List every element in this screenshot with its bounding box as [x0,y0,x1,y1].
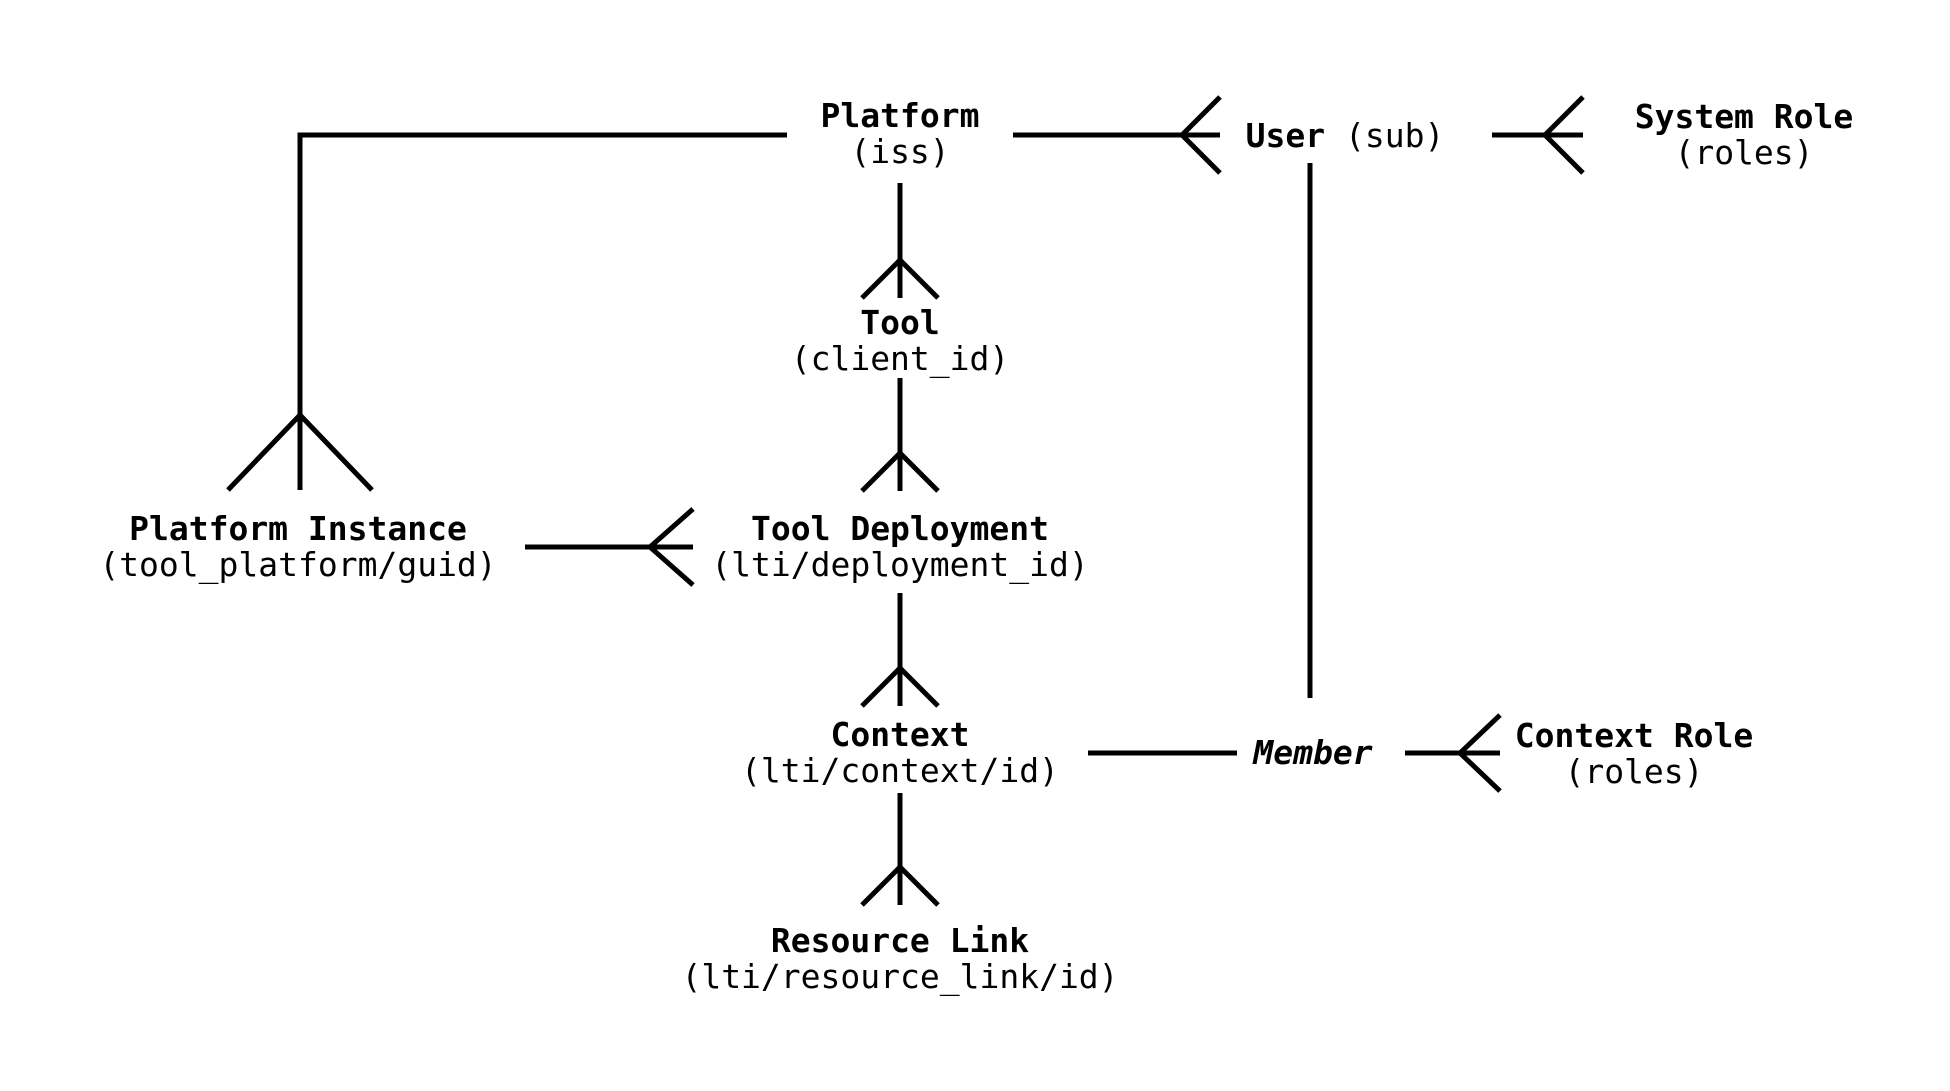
entity-user-label: User (sub) [1246,116,1445,155]
crows-foot-prong [898,451,940,493]
entity-user: User (sub) [1246,116,1445,155]
entity-user-key: (sub) [1325,116,1444,155]
connector-tool-deployment-to-context [860,593,940,708]
entity-context-role-name: Context Role [1515,716,1753,755]
entity-tool-deployment-name: Tool Deployment [751,509,1049,548]
entity-context-name: Context [830,715,969,754]
entity-member: Member [1252,733,1372,772]
entity-tool-deployment: Tool Deployment(lti/deployment_id) [711,509,1089,585]
crows-foot-prong [1458,713,1502,755]
entity-platform-key: (iss) [850,132,949,171]
connector-platform-to-user [1013,95,1222,175]
connector-user-to-system-role [1492,95,1585,175]
entity-platform-instance-name: Platform Instance [129,509,467,548]
crows-foot-prong [860,451,902,493]
entity-context: Context(lti/context/id) [741,715,1059,790]
crows-foot-prong [898,865,940,907]
entity-context-key: (lti/context/id) [741,751,1059,790]
entity-system-role-name: System Role [1635,97,1854,136]
crows-foot-prong [648,507,695,549]
crows-foot-prong [860,666,902,708]
connector-line [297,132,787,415]
entity-tool-name: Tool [860,303,939,342]
entity-resource-link-key: (lti/resource_link/id) [681,957,1118,997]
crows-foot-prong [648,545,695,587]
crows-foot-prong [1180,133,1222,175]
crows-foot-prong [1543,133,1585,175]
entity-platform: Platform(iss) [821,96,980,171]
entity-platform-instance: Platform Instance(tool_platform/guid) [99,509,496,585]
entity-tool-deployment-key: (lti/deployment_id) [711,545,1089,585]
entity-tool-key: (client_id) [791,339,1010,379]
crows-foot-prong [226,413,302,492]
crows-foot-prong [860,865,902,907]
entity-system-role: System Role(roles) [1635,97,1854,172]
entity-platform-instance-key: (tool_platform/guid) [99,545,496,585]
crows-foot-prong [860,258,902,300]
entity-resource-link-name: Resource Link [771,921,1029,960]
connector-member-to-context-role [1405,713,1502,793]
crows-foot-prong [898,666,940,708]
connector-tool-to-tool-deployment [860,378,940,493]
entity-member-label: Member [1252,733,1372,772]
connector-platform-to-tool [860,183,940,300]
entity-system-role-key: (roles) [1674,133,1813,172]
crows-foot-prong [898,258,940,300]
connector-platform-to-platform-instance [226,132,787,492]
entity-platform-name: Platform [821,96,980,135]
entity-user-name: User [1246,116,1325,155]
crows-foot-prong [1543,95,1585,137]
connector-context-to-resource-link [860,793,940,907]
entity-tool: Tool(client_id) [791,303,1010,379]
crows-foot-prong [1180,95,1222,137]
entity-context-role-key: (roles) [1564,752,1703,791]
crows-foot-prong [298,413,374,492]
connector-platform-instance-to-tool-deployment [525,507,695,587]
crows-foot-prong [1458,751,1502,793]
entity-member-name: Member [1252,733,1372,772]
entity-context-role: Context Role(roles) [1515,716,1753,791]
entity-resource-link: Resource Link(lti/resource_link/id) [681,921,1118,997]
